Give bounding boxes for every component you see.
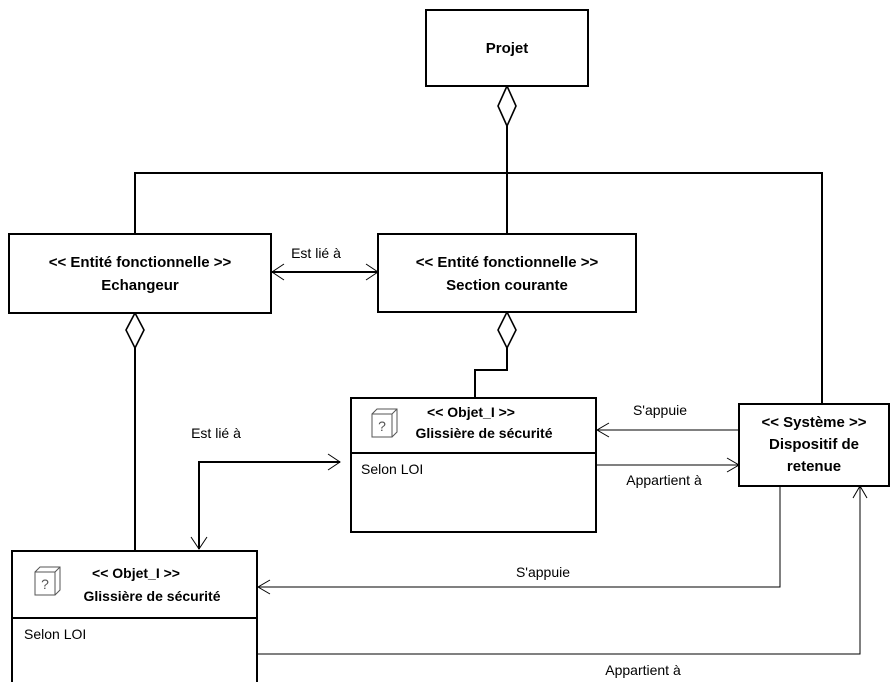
unknown-object-icon: ? [34,566,61,596]
glissiere-bottom-stereotype: << Objet_I >> [92,565,180,581]
glissiere-bottom-name: Glissière de sécurité [84,588,221,604]
edge-label-appartient-top: Appartient à [626,472,702,488]
projet-box [425,9,589,87]
projet-title: Projet [486,40,529,57]
glissiere-top-name: Glissière de sécurité [416,425,553,441]
glissiere-bottom-node[interactable]: ? << Objet_I >> Glissière de sécurité Se… [11,550,258,682]
section-glissiere-link [474,348,508,398]
arrowhead-down [190,536,208,550]
glissiere-top-stereotype: << Objet_I >> [427,404,515,420]
dispositif-node[interactable]: << Système >> Dispositif de retenue [738,403,890,487]
appartient-bottom-link [258,486,861,655]
glissiere-top-node[interactable]: ? << Objet_I >> Glissière de sécurité Se… [350,397,597,533]
glissiere-bottom-attribute: Selon LOI [24,626,86,642]
section-courante-stereotype: << Entité fonctionnelle >> [416,254,599,271]
echangeur-node[interactable]: << Entité fonctionnelle >> Echangeur [8,233,272,314]
dispositif-box [738,403,890,487]
dispositif-name-line1: Dispositif de [769,436,859,453]
projet-aggregation-diamond [497,84,517,128]
edge-label-appuie-bottom: S'appuie [516,564,570,580]
echangeur-box [8,233,272,314]
glissiere-glissiere-link [198,461,340,549]
dispositif-stereotype: << Système >> [761,414,866,431]
arrowhead-right-2 [327,453,341,471]
edge-label-appuie-top: S'appuie [633,402,687,418]
edge-label-lie-a-top: Est lié à [291,245,341,261]
section-courante-box [377,233,637,313]
edge-label-appartient-bottom: Appartient à [605,662,681,678]
section-courante-node[interactable]: << Entité fonctionnelle >> Section coura… [377,233,637,313]
echangeur-aggregation-diamond [125,311,145,350]
projet-node[interactable]: Projet [425,9,589,87]
unknown-object-icon: ? [371,408,398,438]
dispositif-name-line2: retenue [787,458,841,475]
echangeur-name: Echangeur [101,277,179,294]
svg-text:?: ? [378,418,386,434]
projet-bus-link [134,172,823,404]
glissiere-top-attribute: Selon LOI [361,461,423,477]
svg-text:?: ? [41,576,49,592]
section-courante-name: Section courante [446,277,568,294]
section-aggregation-diamond [497,310,517,350]
appuie-bottom-link [258,486,781,588]
edge-label-lie-a-left: Est lié à [191,425,241,441]
echangeur-stereotype: << Entité fonctionnelle >> [49,254,232,271]
